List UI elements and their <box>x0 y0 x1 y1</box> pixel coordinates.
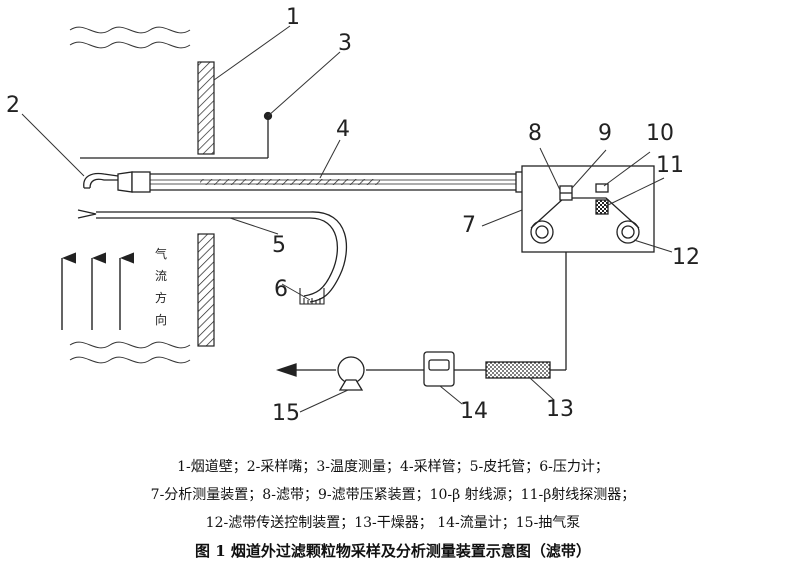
label-2: 2 <box>6 93 20 118</box>
label-13: 13 <box>546 397 574 422</box>
label-1: 1 <box>286 5 300 30</box>
sampling-pipe <box>131 171 525 193</box>
analysis-device <box>521 165 655 253</box>
temperature-probe <box>80 111 273 159</box>
flow-meter <box>423 351 455 387</box>
legend-line-1: 1-烟道壁；2-采样嘴；3-温度测量；4-采样管；5-皮托管；6-压力计； <box>177 459 609 475</box>
suction-pump <box>337 356 365 391</box>
legend-line-2: 7-分析测量装置；8-滤带；9-滤带压紧装置；10-β 射线源；11-β射线探测… <box>150 487 636 503</box>
legend-line-3: 12-滤带传送控制装置；13-干燥器； 14-流量计；15-抽气泵 <box>205 515 581 531</box>
airflow-text-1: 气 <box>155 246 167 261</box>
label-15: 15 <box>272 401 300 426</box>
label-14: 14 <box>460 399 488 424</box>
label-6: 6 <box>274 277 288 302</box>
label-12: 12 <box>672 245 700 270</box>
leader-lines <box>21 25 673 413</box>
label-5: 5 <box>272 233 286 258</box>
label-7: 7 <box>462 213 476 238</box>
airflow-text-3: 方 <box>155 290 167 305</box>
airflow-text-4: 向 <box>155 312 167 327</box>
dryer <box>485 361 551 379</box>
sampling-nozzle <box>83 171 133 193</box>
gas-line <box>275 252 567 377</box>
pitot-tube <box>77 209 348 303</box>
flue-wall-break-lines <box>69 26 191 364</box>
pressure-gauge <box>299 288 325 305</box>
airflow-text-2: 流 <box>155 269 167 283</box>
label-4: 4 <box>336 117 350 142</box>
label-11: 11 <box>656 153 684 178</box>
figure-title: 图 1 烟道外过滤颗粒物采样及分析测量装置示意图（滤带） <box>195 542 591 560</box>
label-9: 9 <box>598 121 612 146</box>
flue-wall <box>197 61 215 347</box>
label-8: 8 <box>528 121 542 146</box>
airflow-arrows <box>61 252 134 330</box>
sampling-apparatus-diagram: 气 流 方 向 <box>6 5 700 426</box>
label-10: 10 <box>646 121 674 146</box>
label-3: 3 <box>338 31 352 56</box>
